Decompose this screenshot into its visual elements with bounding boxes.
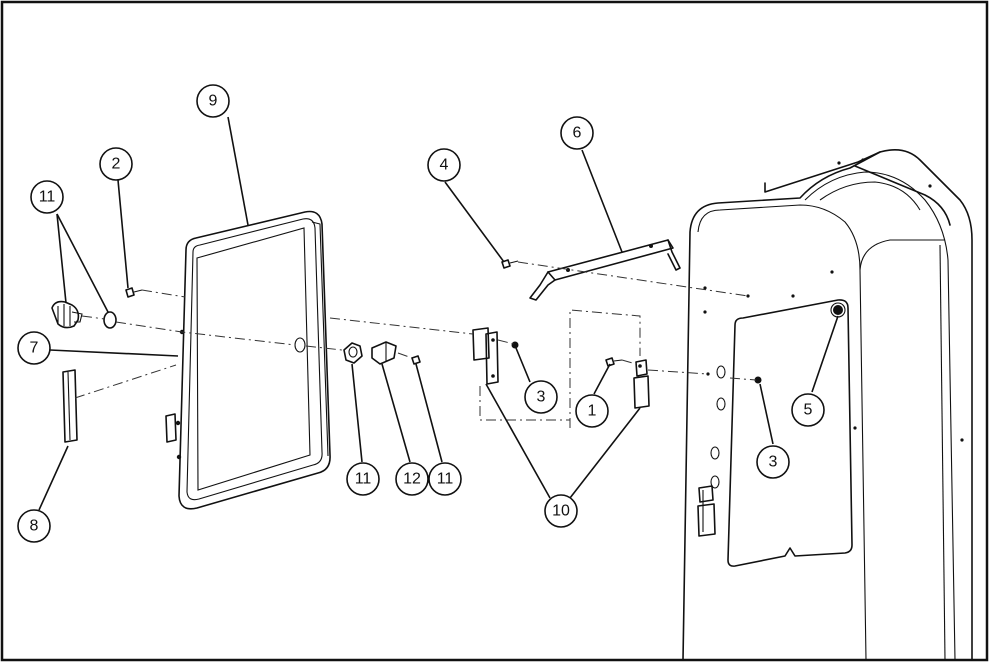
callout-2: 2 [99, 147, 133, 181]
callout-11-lock: 11 [30, 180, 64, 214]
callout-12: 12 [395, 462, 429, 496]
door-panel [165, 210, 331, 510]
leader-lines [38, 116, 839, 511]
callout-label: 11 [355, 471, 372, 488]
screw-part-2 [125, 287, 143, 298]
callout-11-screw: 11 [428, 462, 462, 496]
callout-6: 6 [560, 116, 594, 150]
assembly-center-lines [74, 261, 757, 428]
nut-part-3-right [754, 376, 762, 384]
cam-latch [371, 341, 397, 365]
cabinet-body [682, 149, 973, 661]
callout-9: 9 [196, 84, 230, 118]
screw-part-1 [605, 357, 623, 367]
callout-3-left: 3 [524, 380, 558, 414]
callout-label: 4 [440, 157, 449, 174]
callout-4: 4 [427, 148, 461, 182]
callout-label: 7 [30, 340, 39, 357]
screw-part-11 [411, 355, 421, 365]
callout-label: 12 [403, 471, 421, 488]
hex-nut [343, 342, 363, 364]
callout-3-right: 3 [756, 445, 790, 479]
hinge-right [633, 359, 650, 409]
callout-1: 1 [575, 394, 609, 428]
callout-8: 8 [17, 509, 51, 543]
lock-cylinder [51, 300, 83, 329]
callout-label: 2 [112, 156, 121, 173]
callout-label: 1 [588, 403, 597, 420]
callout-label: 6 [573, 125, 582, 142]
callout-11-nut: 11 [346, 462, 380, 496]
callout-label: 3 [537, 389, 546, 406]
callout-label: 11 [437, 471, 454, 488]
nut-part-3 [511, 341, 519, 349]
callout-label: 3 [769, 454, 778, 471]
callout-10: 10 [544, 494, 578, 528]
callout-label: 9 [209, 93, 218, 110]
callout-label: 10 [552, 503, 570, 520]
callout-label: 5 [804, 402, 813, 419]
callout-7: 7 [17, 331, 51, 365]
gasket-strip [62, 369, 78, 443]
callout-label: 11 [39, 189, 56, 206]
callout-5: 5 [791, 393, 825, 427]
o-ring [103, 311, 117, 329]
hinge-left [472, 327, 499, 385]
screw-part-4 [501, 259, 519, 269]
top-bracket [529, 239, 681, 301]
callout-label: 8 [30, 518, 39, 535]
